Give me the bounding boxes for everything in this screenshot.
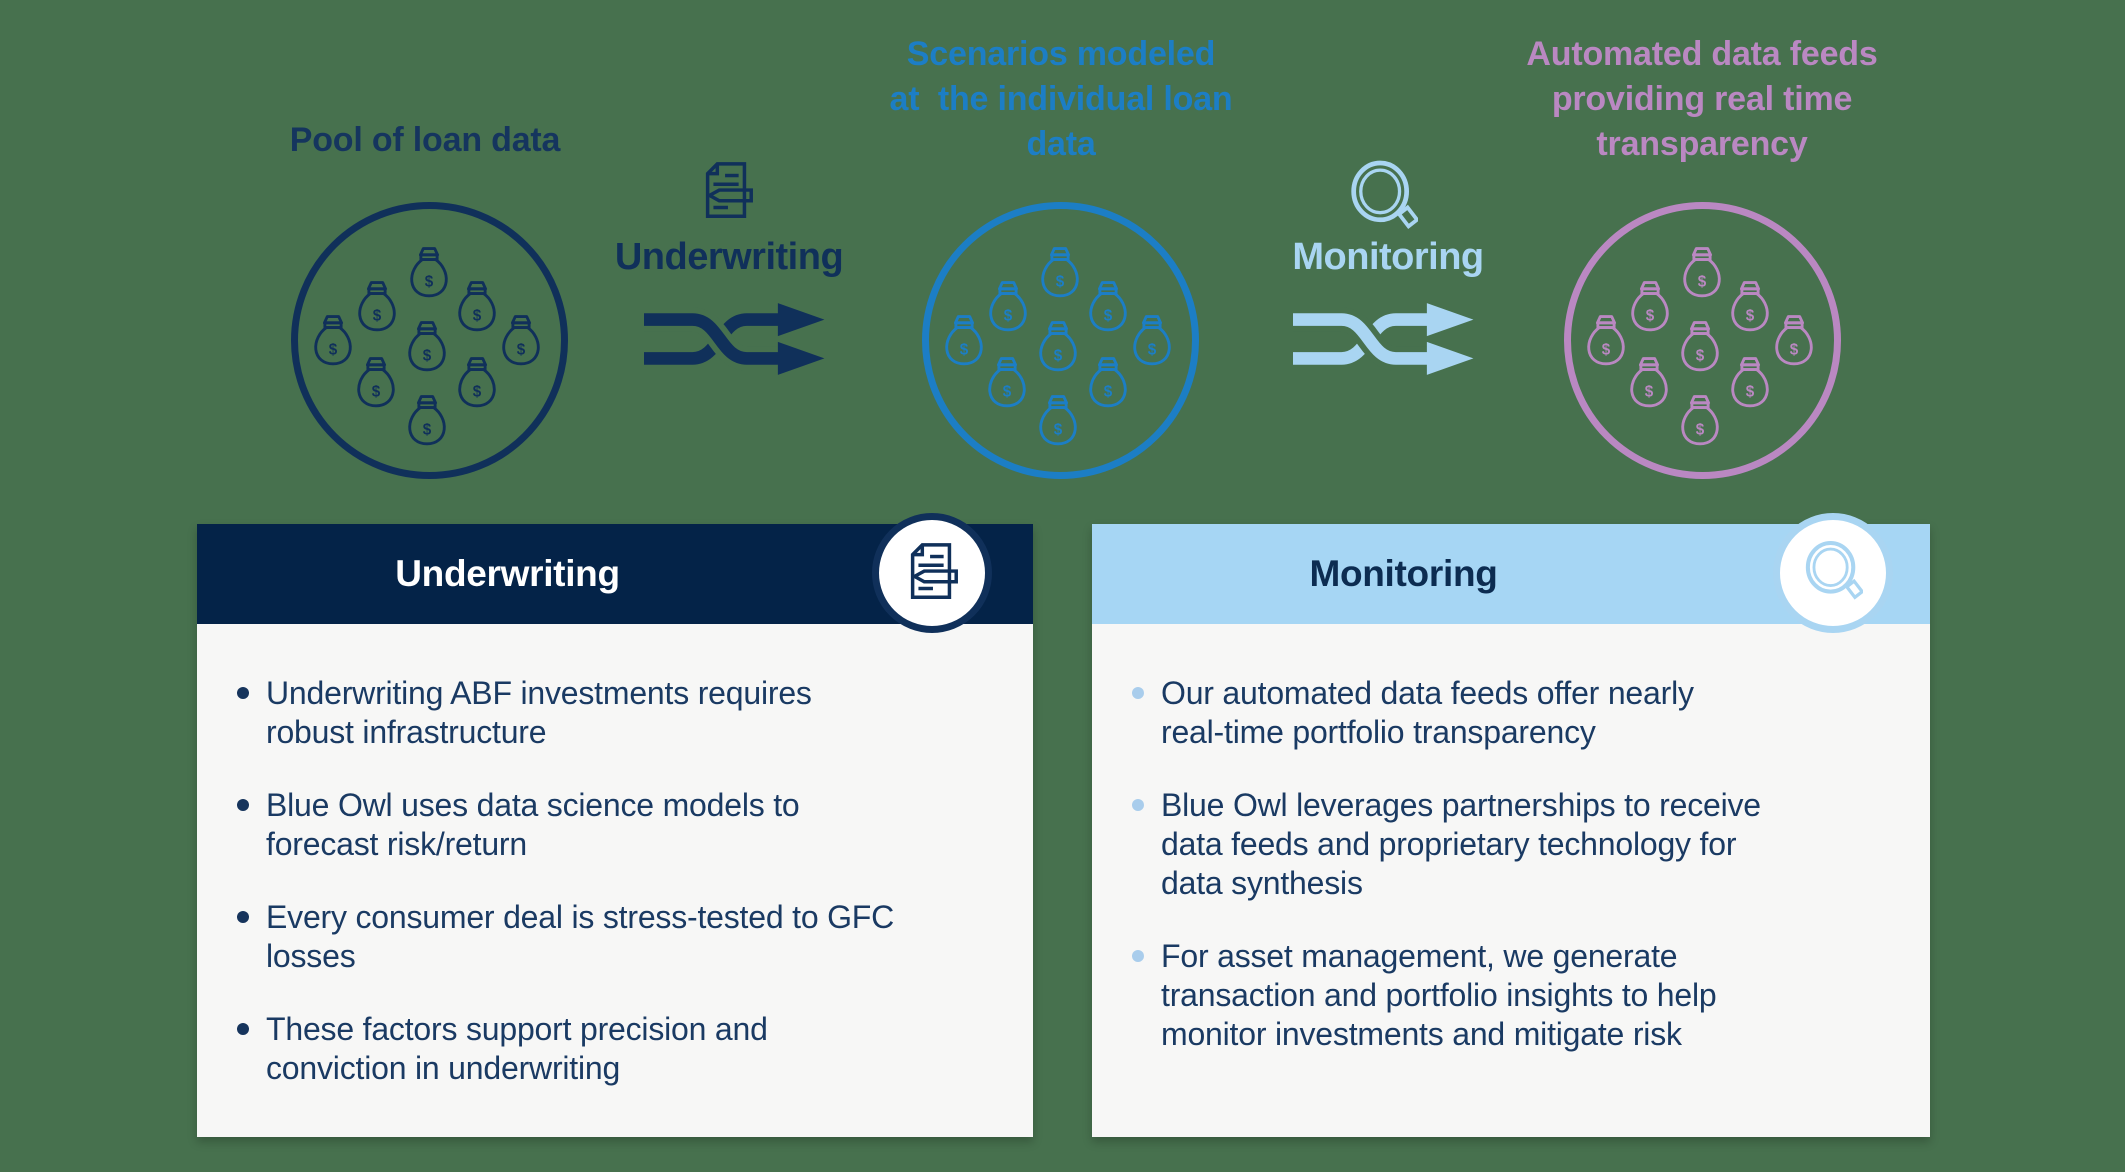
- svg-text:$: $: [1646, 307, 1655, 324]
- svg-text:$: $: [423, 347, 432, 364]
- money-bag-icon: $: [1683, 247, 1721, 298]
- magnifier-icon: [1351, 160, 1418, 230]
- list-item: Blue Owl uses data science models to for…: [237, 786, 1013, 864]
- svg-text:$: $: [1645, 383, 1654, 400]
- underwriting-step-label: Underwriting: [614, 236, 844, 278]
- money-bag-icon: $: [1039, 321, 1077, 372]
- svg-text:$: $: [329, 341, 338, 358]
- money-bag-icon: $: [1133, 315, 1171, 366]
- list-item: Blue Owl leverages partnerships to recei…: [1132, 786, 1910, 903]
- monitoring-card-body: Our automated data feeds offer nearly re…: [1092, 624, 1930, 1054]
- monitoring-card-badge: [1773, 513, 1893, 633]
- bullet-dot: [237, 687, 249, 699]
- svg-text:$: $: [473, 307, 482, 324]
- bullet-text: Blue Owl leverages partnerships to recei…: [1161, 787, 1761, 901]
- underwriting-card: Underwriting Underwriting ABF investment…: [197, 513, 1033, 1137]
- svg-text:$: $: [517, 341, 526, 358]
- svg-text:$: $: [373, 307, 382, 324]
- money-bag-icon: $: [1089, 281, 1127, 332]
- svg-text:$: $: [960, 341, 969, 358]
- svg-text:$: $: [372, 383, 381, 400]
- money-bag-icon: $: [408, 395, 446, 446]
- svg-text:$: $: [1004, 307, 1013, 324]
- money-bag-icon: $: [1731, 281, 1769, 332]
- money-bag-icon: $: [1630, 357, 1668, 408]
- pool-of-loan-data-title: Pool of loan data: [289, 121, 561, 159]
- bullet-text: Underwriting ABF investments requires ro…: [266, 675, 812, 750]
- pool-of-loans-circle: $ $ $ $ $: [291, 202, 568, 479]
- svg-text:$: $: [1056, 273, 1065, 290]
- money-bag-icon: $: [1041, 247, 1079, 298]
- automated-loans-circle: $ $ $ $ $: [1564, 202, 1841, 479]
- bullet-text: For asset management, we generate transa…: [1161, 938, 1717, 1052]
- scenarios-modeled-title: Scenarios modeled at the individual loan…: [889, 35, 1233, 163]
- bullet-dot: [1132, 799, 1144, 811]
- svg-text:$: $: [1054, 421, 1063, 438]
- money-bag-icon: $: [1681, 395, 1719, 446]
- money-bag-icon: $: [408, 321, 446, 372]
- list-item: Our automated data feeds offer nearly re…: [1132, 674, 1910, 752]
- money-bag-icon: $: [945, 315, 983, 366]
- money-bag-icon: $: [1681, 321, 1719, 372]
- svg-text:$: $: [473, 383, 482, 400]
- svg-text:$: $: [1054, 347, 1063, 364]
- svg-text:$: $: [1003, 383, 1012, 400]
- money-bag-icon: $: [502, 315, 540, 366]
- money-bag-icon: $: [1039, 395, 1077, 446]
- bullet-dot: [237, 911, 249, 923]
- bullet-text: Every consumer deal is stress-tested to …: [266, 899, 895, 974]
- money-bag-icon: $: [1631, 281, 1669, 332]
- money-bag-icon: $: [1775, 315, 1813, 366]
- list-item: Underwriting ABF investments requires ro…: [237, 674, 1013, 752]
- underwriting-card-title: Underwriting: [395, 553, 620, 594]
- money-bag-icon: $: [458, 281, 496, 332]
- money-bag-icon: $: [989, 281, 1027, 332]
- shuffle-arrows-icon: [644, 303, 825, 375]
- svg-text:$: $: [1104, 383, 1113, 400]
- money-bag-icon: $: [458, 357, 496, 408]
- money-bag-icon: $: [1731, 357, 1769, 408]
- money-bag-icon: $: [314, 315, 352, 366]
- bullet-text: These factors support precision and conv…: [266, 1011, 768, 1086]
- svg-text:$: $: [1696, 347, 1705, 364]
- document-pen-icon: [705, 162, 753, 218]
- automated-data-feeds-title: Automated data feeds providing real time…: [1526, 35, 1878, 163]
- bullet-dot: [237, 799, 249, 811]
- magnifier-icon: [1805, 540, 1863, 600]
- bullet-text: Blue Owl uses data science models to for…: [266, 787, 800, 862]
- bullet-dot: [1132, 950, 1144, 962]
- svg-text:$: $: [1746, 307, 1755, 324]
- svg-text:$: $: [1746, 383, 1755, 400]
- bullet-text: Our automated data feeds offer nearly re…: [1161, 675, 1694, 750]
- bullet-dot: [237, 1023, 249, 1035]
- svg-text:$: $: [425, 273, 434, 290]
- scenarios-loans-circle: $ $ $ $ $: [922, 202, 1199, 479]
- svg-text:$: $: [423, 421, 432, 438]
- svg-text:$: $: [1790, 341, 1799, 358]
- svg-text:$: $: [1696, 421, 1705, 438]
- money-bag-icon: $: [988, 357, 1026, 408]
- money-bag-icon: $: [410, 247, 448, 298]
- bullet-dot: [1132, 687, 1144, 699]
- monitoring-step-label: Monitoring: [1292, 236, 1484, 278]
- svg-text:$: $: [1698, 273, 1707, 290]
- underwriting-card-body: Underwriting ABF investments requires ro…: [197, 624, 1033, 1088]
- underwriting-card-badge: [872, 513, 992, 633]
- document-pen-icon: [910, 543, 958, 599]
- svg-text:$: $: [1602, 341, 1611, 358]
- svg-text:$: $: [1104, 307, 1113, 324]
- shuffle-arrows-icon: [1293, 303, 1474, 375]
- monitoring-card: Monitoring Our automated data feeds offe…: [1092, 513, 1930, 1137]
- money-bag-icon: $: [358, 281, 396, 332]
- money-bag-icon: $: [357, 357, 395, 408]
- money-bag-icon: $: [1587, 315, 1625, 366]
- monitoring-card-title: Monitoring: [1309, 553, 1498, 594]
- svg-text:$: $: [1148, 341, 1157, 358]
- money-bag-icon: $: [1089, 357, 1127, 408]
- list-item: Every consumer deal is stress-tested to …: [237, 898, 1013, 976]
- list-item: These factors support precision and conv…: [237, 1010, 1013, 1088]
- list-item: For asset management, we generate transa…: [1132, 937, 1910, 1054]
